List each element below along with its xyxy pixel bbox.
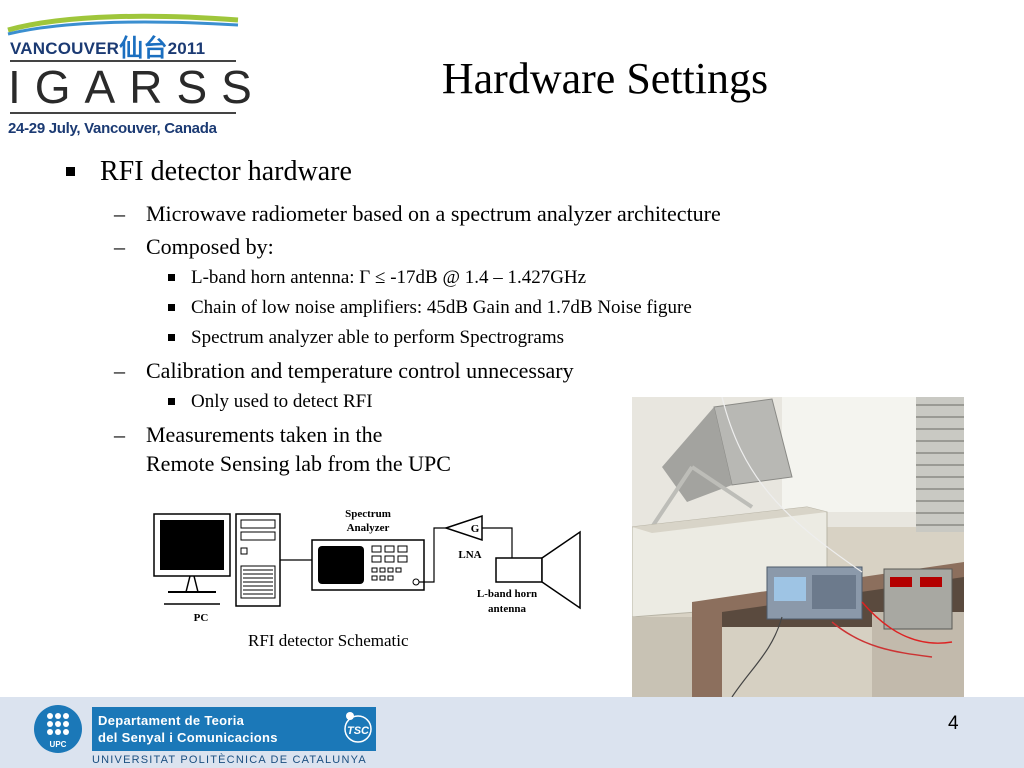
bullet-item-amplifiers: Chain of low noise amplifiers: 45dB Gain…: [191, 297, 692, 318]
page-number: 4: [948, 713, 959, 734]
bullet-square-small: [168, 398, 175, 405]
rfi-schematic-diagram: PC Spectrum Analyzer G LNA L-band horn a…: [153, 508, 581, 624]
bullet-main: RFI detector hardware: [100, 156, 352, 187]
dash-marker: –: [114, 358, 125, 383]
lna-label: LNA: [458, 549, 481, 561]
department-line-2: del Senyal i Comunicacions: [98, 730, 278, 745]
slide-title: Hardware Settings: [441, 54, 769, 103]
tsc-logo-label: TSC: [347, 725, 370, 737]
bullet-sub-composed: Composed by:: [146, 234, 274, 259]
schematic-caption: RFI detector Schematic: [248, 631, 409, 650]
logo-city: VANCOUVER: [10, 39, 120, 58]
logo-igarss: IGARSS: [8, 61, 266, 113]
upc-logo-label: UPC: [50, 740, 67, 749]
department-name: Departament de Teoria del Senyal i Comun…: [98, 712, 278, 746]
bullet-square-small: [168, 274, 175, 281]
logo-rule-top: [10, 60, 236, 62]
logo-year: 2011: [167, 39, 206, 58]
lna-gain-label: G: [471, 523, 480, 535]
bullet-sub-calibration: Calibration and temperature control unne…: [146, 358, 574, 383]
spectrum-label-1: Spectrum: [345, 508, 391, 520]
pc-tower-icon: [235, 513, 281, 607]
pc-label: PC: [194, 612, 209, 624]
horn-antenna-icon: [495, 530, 581, 610]
dash-marker: –: [114, 201, 125, 226]
university-name: UNIVERSITAT POLITÈCNICA DE CATALUNYA: [92, 754, 367, 766]
antenna-label-1: L-band horn: [477, 588, 537, 600]
spectrum-analyzer-icon: [311, 539, 425, 591]
logo-kanji: 仙台: [119, 35, 168, 62]
lab-photo: [632, 397, 964, 700]
upc-dots-icon: UPC: [47, 713, 69, 749]
dash-marker: –: [114, 234, 125, 259]
pc-monitor-icon: [153, 513, 231, 605]
bullet-item-antenna: L-band horn antenna: Γ ≤ -17dB @ 1.4 – 1…: [191, 267, 587, 288]
spectrum-label-2: Analyzer: [347, 522, 390, 534]
bullet-square-small: [168, 304, 175, 311]
logo-dates: 24-29 July, Vancouver, Canada: [8, 120, 217, 137]
bullet-item-spectrum: Spectrum analyzer able to perform Spectr…: [191, 327, 564, 348]
bullet-square-small: [168, 334, 175, 341]
footer-bar: UPC Departament de Teoria del Senyal i C…: [0, 697, 1024, 768]
bullet-sub-measurements-2: Remote Sensing lab from the UPC: [146, 451, 451, 476]
antenna-label-2: antenna: [488, 603, 526, 615]
logo-city-line: VANCOUVER仙台2011: [10, 28, 205, 63]
logo-rule-bottom: [10, 112, 236, 114]
department-banner: Departament de Teoria del Senyal i Comun…: [92, 707, 376, 751]
window-blinds: [916, 397, 964, 532]
swoosh-graphic: [7, 13, 239, 36]
bullet-sub-measurements-1: Measurements taken in the: [146, 422, 383, 447]
bullet-sub-radiometer: Microwave radiometer based on a spectrum…: [146, 201, 721, 226]
bullet-square: [66, 167, 75, 176]
bullet-item-detect: Only used to detect RFI: [191, 391, 373, 412]
tsc-logo: TSC: [344, 712, 372, 743]
upc-logo: UPC: [34, 705, 82, 753]
igarss-logo: VANCOUVER仙台2011 IGARSS 24-29 July, Vanco…: [6, 12, 252, 142]
department-line-1: Departament de Teoria: [98, 713, 245, 728]
dash-marker: –: [114, 422, 125, 447]
